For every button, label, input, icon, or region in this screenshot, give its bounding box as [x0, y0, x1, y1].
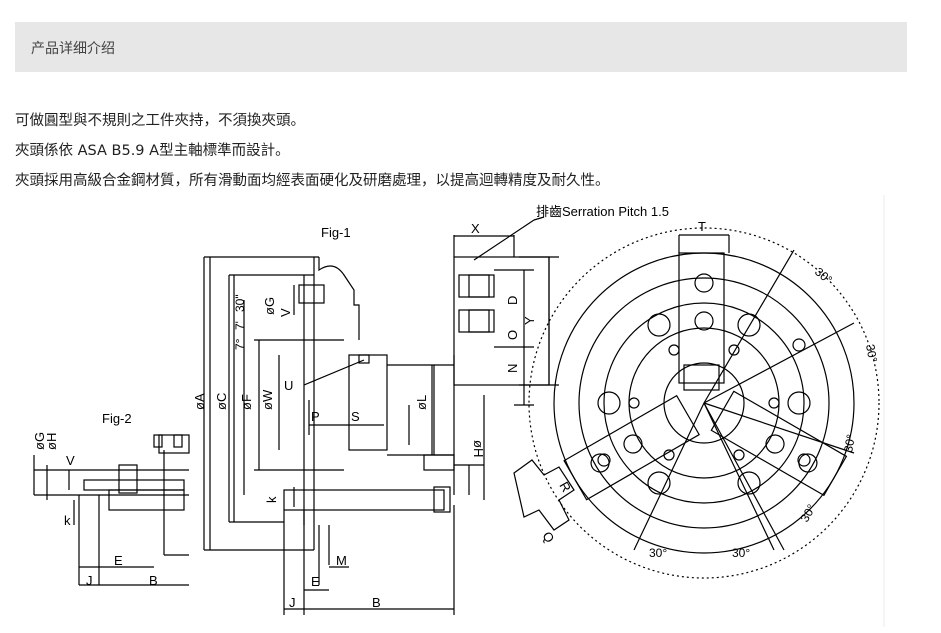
dim-p: P [311, 409, 320, 424]
product-description: 可做圓型與不規則之工件夾持，不須換夾頭。 夾頭係依 ASA B5.9 A型主軸標… [15, 106, 610, 196]
dim-c: øC [214, 393, 229, 410]
dim-t: T [698, 219, 706, 234]
angle-label-5: 30° [649, 546, 667, 560]
fig1-label: Fig-1 [321, 225, 351, 240]
fig2-dim-j: J [86, 573, 93, 588]
dim-g: øG [262, 297, 277, 315]
description-line-2: 夾頭係依 ASA B5.9 A型主軸標準而設計。 [15, 143, 290, 159]
dim-j: J [289, 595, 296, 610]
dim-y: Y [522, 316, 537, 325]
dim-h: øH [471, 440, 486, 457]
angle-label-4: 30° [797, 502, 818, 525]
dim-x: X [471, 221, 480, 236]
dim-k: k [264, 496, 279, 503]
fig1-drawing [203, 216, 559, 615]
angle-30sec: 30" [233, 294, 247, 312]
dim-o: O [505, 330, 520, 340]
dim-n: N [505, 364, 520, 373]
dim-v: V [278, 308, 293, 317]
front-view-drawing [513, 227, 880, 579]
dim-w: øW [260, 389, 275, 410]
angle-7deg: 7° [233, 338, 247, 350]
tab-product-details[interactable]: 产品详细介绍 [31, 41, 115, 57]
detail-tab-bar: 产品详细介绍 [15, 22, 907, 72]
dim-b: B [372, 595, 381, 610]
angle-label-6: 30° [732, 546, 750, 560]
fig2-dim-b: B [149, 573, 158, 588]
description-line-3: 夾頭採用高級合金鋼材質，所有滑動面均經表面硬化及研磨處理，以提高迴轉精度及耐久性… [15, 173, 610, 189]
angle-label-2: 30° [863, 343, 880, 363]
dim-s: S [351, 409, 360, 424]
fig2-dim-v: V [66, 453, 75, 468]
description-line-1: 可做圓型與不規則之工件夾持，不須換夾頭。 [15, 113, 305, 129]
fig2-dim-e: E [114, 553, 123, 568]
angle-label-3: 30° [841, 433, 858, 454]
dim-e: E [311, 574, 320, 589]
dim-f: øF [239, 394, 254, 410]
fig2-dim-g: øG [32, 432, 47, 450]
dim-m: M [336, 553, 347, 568]
chuck-technical-drawing: Fig-1 Fig-2 排齒Serration Pitch 1.5 X Y D … [14, 195, 886, 627]
fig2-dim-h: øH [44, 433, 59, 450]
dim-u: U [284, 378, 293, 393]
fig2-label: Fig-2 [102, 411, 132, 426]
dim-a: øA [192, 393, 207, 410]
dim-d: D [505, 296, 520, 305]
fig2-drawing [33, 434, 190, 586]
dim-l: øL [414, 395, 429, 410]
fig2-dim-k: k [64, 513, 71, 528]
dim-q: Q [539, 529, 557, 545]
drawing-svg: Fig-1 Fig-2 排齒Serration Pitch 1.5 X Y D … [32, 195, 885, 627]
angle-7min: 7' [233, 321, 247, 330]
serration-label: 排齒Serration Pitch 1.5 [536, 204, 669, 219]
